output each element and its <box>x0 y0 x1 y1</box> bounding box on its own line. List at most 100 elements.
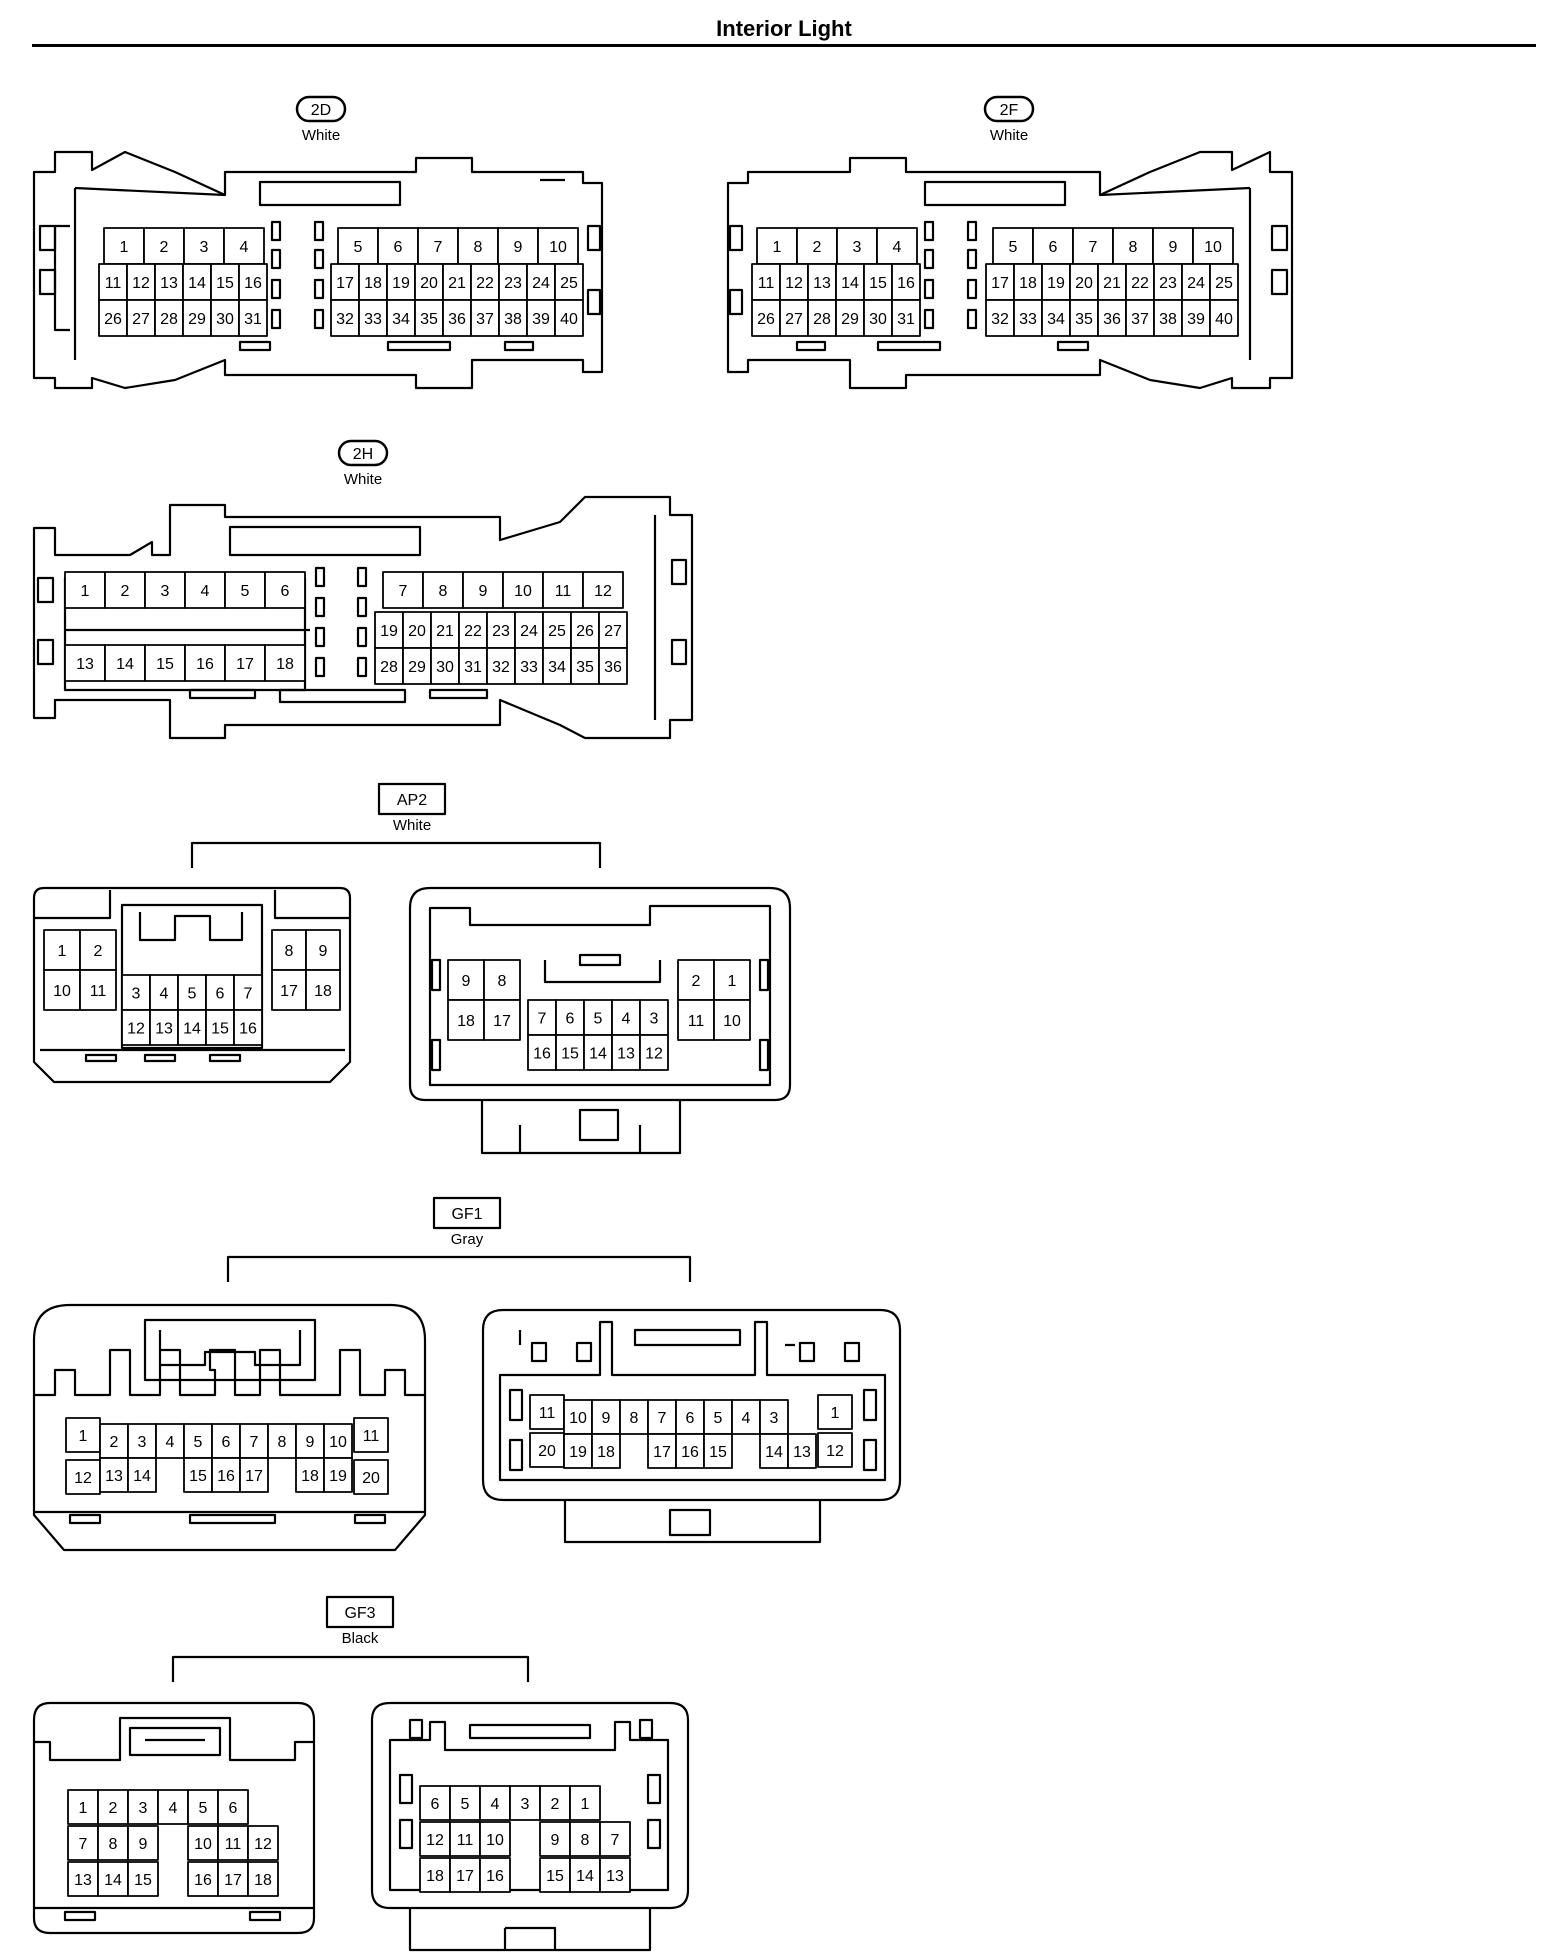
pin-number: 26 <box>576 623 594 640</box>
connector-code: 2D <box>311 102 331 119</box>
housing-tab <box>430 958 442 992</box>
pin-number: 16 <box>533 1046 551 1063</box>
pin-number: 17 <box>653 1444 671 1461</box>
lock-slot <box>408 1718 424 1740</box>
pin-number: 13 <box>155 1021 173 1038</box>
connector-color: White <box>990 127 1028 144</box>
pin-cavity <box>126 263 156 301</box>
pin-number: 24 <box>532 275 550 292</box>
connector-gf1: GF1 Gray <box>32 1196 902 1552</box>
connector-2d: 2D White <box>32 95 604 390</box>
pin-cavity <box>1125 263 1155 301</box>
pin-number: 10 <box>53 983 71 1000</box>
connector-code: GF1 <box>451 1206 482 1223</box>
pin-number: 10 <box>329 1434 347 1451</box>
pin-cavity <box>97 1861 129 1897</box>
pin-number: 5 <box>194 1434 203 1451</box>
pin-cavity <box>891 299 921 337</box>
connector-2h: 2H White <box>32 439 694 740</box>
pin-cavity <box>555 999 585 1036</box>
pin-number: 3 <box>161 583 170 600</box>
pin-number: 32 <box>492 659 510 676</box>
pin-cavity <box>127 1789 159 1825</box>
pin-number: 9 <box>1169 239 1178 256</box>
pin-number: 6 <box>394 239 403 256</box>
pin-number: 5 <box>1009 239 1018 256</box>
housing-tab <box>1270 268 1289 296</box>
pin-number: 17 <box>493 1013 511 1030</box>
pin-number: 6 <box>1049 239 1058 256</box>
pin-cavity <box>177 1009 207 1046</box>
pin-cavity <box>509 1785 541 1821</box>
pin-number: 15 <box>211 1021 229 1038</box>
pin-number: 1 <box>773 239 782 256</box>
pin-cavity <box>184 644 226 682</box>
pin-number: 4 <box>742 1410 751 1427</box>
pin-number: 29 <box>188 311 206 328</box>
pin-cavity <box>514 611 544 649</box>
pin-number: 22 <box>1131 275 1149 292</box>
pin-number: 18 <box>276 656 294 673</box>
pin-number: 6 <box>229 1800 238 1817</box>
pin-number: 20 <box>362 1470 380 1487</box>
pin-number: 2 <box>813 239 822 256</box>
pin-cavity <box>442 299 472 337</box>
pin-number: 35 <box>420 311 438 328</box>
pin-number: 8 <box>474 239 483 256</box>
pin-number: 39 <box>1187 311 1205 328</box>
housing-inner <box>923 180 1252 360</box>
pin-cavity <box>598 647 628 685</box>
pin-number: 32 <box>991 311 1009 328</box>
pin-number: 11 <box>457 1832 474 1849</box>
pin-cavity <box>539 1857 571 1893</box>
connector-code-box <box>377 782 447 816</box>
pin-cavity <box>442 263 472 301</box>
pin-cavity <box>233 1009 263 1046</box>
pin-cavity <box>554 299 584 337</box>
pin-number: 34 <box>548 659 566 676</box>
pin-number: 8 <box>581 1832 590 1849</box>
housing-inner <box>498 1320 887 1482</box>
pin-number: 1 <box>120 239 129 256</box>
pin-number: 7 <box>79 1836 88 1853</box>
pin-number: 24 <box>520 623 538 640</box>
pin-cavity <box>358 263 388 301</box>
pin-cavity <box>210 299 240 337</box>
pin-number: 5 <box>188 986 197 1003</box>
lock-slot <box>638 1718 654 1740</box>
housing-tab <box>430 1038 442 1072</box>
pin-cavity <box>127 1457 157 1493</box>
housing-outline <box>32 886 352 1084</box>
pin-number: 11 <box>555 583 572 600</box>
pairing-bracket <box>190 841 602 868</box>
pin-number: 4 <box>893 239 902 256</box>
connector-code: AP2 <box>397 792 427 809</box>
pin-number: 15 <box>561 1046 579 1063</box>
pin-number: 34 <box>392 311 410 328</box>
housing-tab <box>862 1388 878 1422</box>
pin-number: 37 <box>476 311 494 328</box>
pin-number: 18 <box>314 983 332 1000</box>
pin-number: 28 <box>160 311 178 328</box>
pin-number: 8 <box>278 1434 287 1451</box>
connector-code-box <box>325 1595 395 1629</box>
housing-tab <box>670 638 688 666</box>
pin-number: 11 <box>539 1405 556 1422</box>
pin-cavity <box>570 647 600 685</box>
pin-cavity <box>539 1821 571 1857</box>
pin-cavity <box>1209 299 1239 337</box>
pin-cavity <box>224 644 266 682</box>
pin-number: 8 <box>498 973 507 990</box>
pin-number: 20 <box>1075 275 1093 292</box>
pin-number: 3 <box>139 1800 148 1817</box>
pin-number: 26 <box>757 311 775 328</box>
housing-tab <box>38 268 57 296</box>
pin-number: 27 <box>132 311 150 328</box>
lock-slot <box>188 688 257 700</box>
pin-number: 16 <box>239 1021 257 1038</box>
lock-slot <box>208 1053 242 1063</box>
pin-number: 39 <box>532 311 550 328</box>
pin-number: 31 <box>244 311 262 328</box>
pin-cavity <box>65 1417 101 1453</box>
